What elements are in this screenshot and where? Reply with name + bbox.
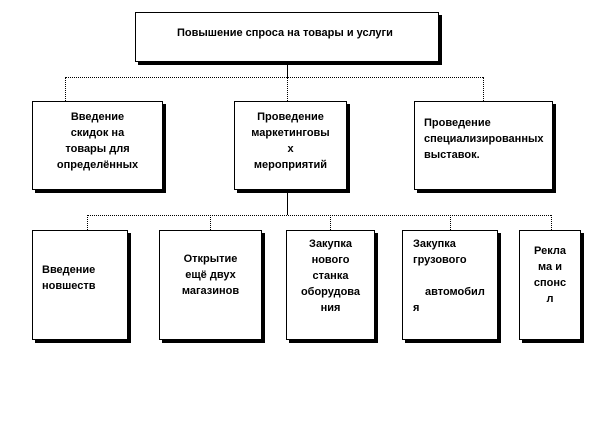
connector-l3-4 [450, 215, 451, 230]
root-box: Повышение спроса на товары и услуги [135, 12, 439, 62]
level3-text-machine: Закупка нового станка оборудова ния [300, 238, 361, 314]
root-connector [287, 62, 288, 77]
level3-bus [87, 215, 551, 216]
level3-box-truck: Закупка грузового автомобил я [402, 230, 498, 340]
level2-box-marketing: Проведение маркетинговы х мероприятий [234, 101, 347, 190]
level3-box-advertising: Рекла ма и спонс л [519, 230, 581, 340]
level2-box-discounts: Введение скидок на товары для определённ… [32, 101, 163, 190]
connector-l3-3 [330, 215, 331, 230]
level2-box-exhibitions: Проведение специализированных выставок. [414, 101, 553, 190]
root-text: Повышение спроса на товары и услуги [177, 27, 393, 39]
level3-box-innovations: Введение новшеств [32, 230, 128, 340]
level2-text-marketing: Проведение маркетинговы х мероприятий [251, 111, 330, 171]
level2-text-exhibitions: Проведение специализированных выставок. [424, 117, 544, 161]
level3-box-stores: Открытие ещё двух магазинов [159, 230, 262, 340]
mid-connector [287, 190, 288, 215]
level3-box-machine: Закупка нового станка оборудова ния [286, 230, 375, 340]
level3-text-advertising: Рекла ма и спонс л [533, 245, 567, 305]
connector-l3-2 [210, 215, 211, 230]
connector-l2-1 [65, 77, 66, 101]
connector-l3-1 [87, 215, 88, 230]
connector-l2-2 [287, 77, 288, 101]
level2-text-discounts: Введение скидок на товары для определённ… [56, 111, 139, 171]
connector-l3-5 [551, 215, 552, 230]
level3-text-truck: Закупка грузового автомобил я [413, 238, 485, 314]
level3-text-innovations: Введение новшеств [42, 264, 96, 292]
connector-l2-3 [483, 77, 484, 101]
level2-bus [65, 77, 483, 78]
level3-text-stores: Открытие ещё двух магазинов [181, 253, 240, 297]
